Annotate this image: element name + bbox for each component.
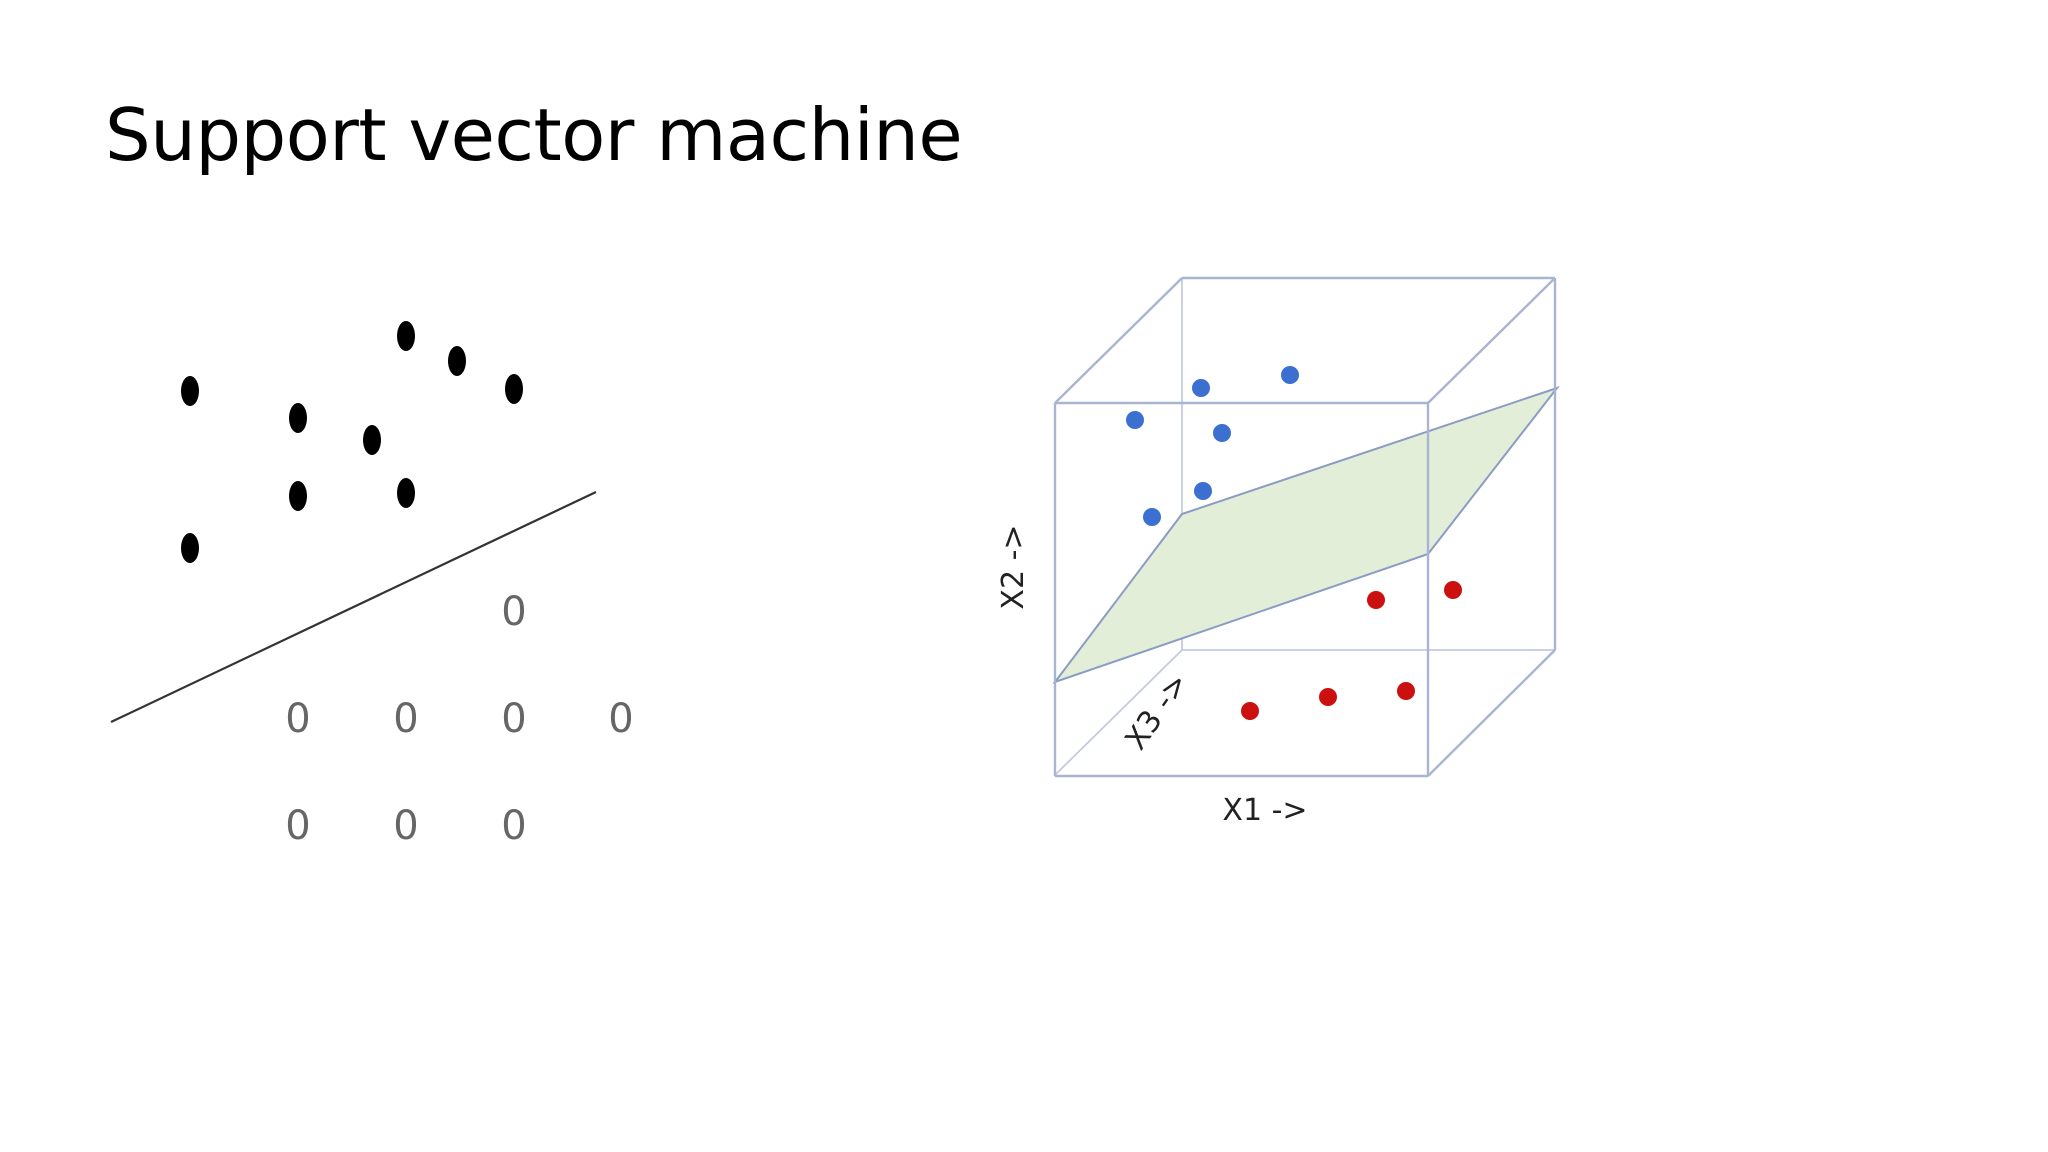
class-b-point: 0 — [501, 589, 526, 635]
class-a-points — [181, 321, 523, 563]
class-a-point — [181, 376, 199, 406]
class-red-point — [1241, 702, 1259, 720]
class-a-point — [397, 478, 415, 508]
class-b-point: 0 — [608, 696, 633, 742]
class-a-point — [397, 321, 415, 351]
class-red-point — [1319, 688, 1337, 706]
separating-line — [110, 491, 597, 723]
cube-edge — [1427, 649, 1556, 777]
class-blue-point — [1126, 411, 1144, 429]
class-blue-point — [1194, 482, 1212, 500]
axis-x2-label: X2 -> — [996, 524, 1031, 609]
class-b-point: 0 — [285, 803, 310, 849]
class-red-point — [1444, 581, 1462, 599]
class-blue-point — [1192, 379, 1210, 397]
class-b-point: 0 — [393, 696, 418, 742]
class-a-point — [289, 403, 307, 433]
cube-edge — [1427, 277, 1556, 404]
class-a-point — [289, 481, 307, 511]
class-red-points — [1241, 581, 1462, 720]
slide-title: Support vector machine — [105, 93, 963, 177]
axis-x3-label: X3 -> — [1118, 667, 1196, 757]
class-b-point: 0 — [285, 696, 310, 742]
class-blue-point — [1143, 508, 1161, 526]
class-a-point — [181, 533, 199, 563]
class-red-point — [1397, 682, 1415, 700]
figure-2d: 0 0 0 0 0 0 0 0 — [110, 321, 634, 849]
class-blue-point — [1281, 366, 1299, 384]
class-b-points: 0 0 0 0 0 0 0 0 — [285, 589, 633, 849]
class-b-point: 0 — [393, 803, 418, 849]
figure-3d: X1 -> X2 -> X3 -> — [996, 276, 1560, 828]
class-a-point — [505, 374, 523, 404]
class-blue-points — [1126, 366, 1299, 526]
axis-x1-label: X1 -> — [1222, 793, 1307, 828]
class-b-point: 0 — [501, 803, 526, 849]
class-red-point — [1367, 591, 1385, 609]
class-a-point — [448, 346, 466, 376]
separating-plane — [1052, 385, 1560, 685]
cube-edge — [1054, 277, 1183, 404]
cube-front-edges — [1053, 276, 1557, 778]
class-blue-point — [1213, 424, 1231, 442]
class-a-point — [363, 425, 381, 455]
class-b-point: 0 — [501, 696, 526, 742]
cube-edge — [1053, 649, 1183, 777]
